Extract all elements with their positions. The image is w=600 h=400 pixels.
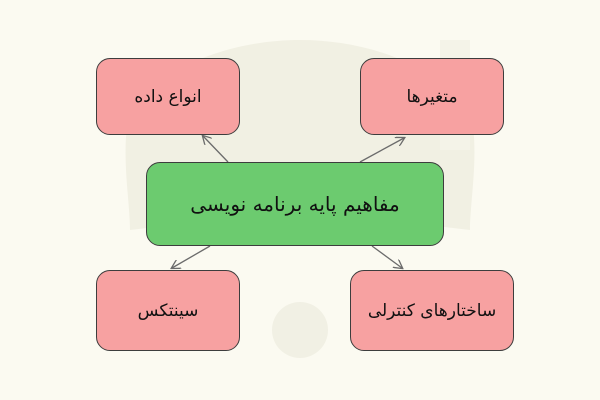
edge-to-bottom-right	[371, 245, 402, 268]
node-programming-basics-label: مفاهیم پایه برنامه نویسی	[190, 192, 400, 216]
edge-to-bottom-left	[172, 245, 211, 268]
edge-to-top-left	[203, 136, 229, 163]
edge-to-top-right	[359, 138, 404, 163]
node-variables: متغیرها	[360, 58, 504, 135]
node-data-types-label: انواع داده	[134, 86, 202, 107]
node-control-structures: ساختارهای کنترلی	[350, 270, 514, 351]
node-syntax-label: سینتکس	[137, 300, 199, 321]
node-data-types: انواع داده	[96, 58, 240, 135]
node-programming-basics: مفاهیم پایه برنامه نویسی	[146, 162, 444, 246]
node-variables-label: متغیرها	[406, 86, 458, 107]
node-syntax: سینتکس	[96, 270, 240, 351]
node-control-structures-label: ساختارهای کنترلی	[367, 300, 497, 321]
